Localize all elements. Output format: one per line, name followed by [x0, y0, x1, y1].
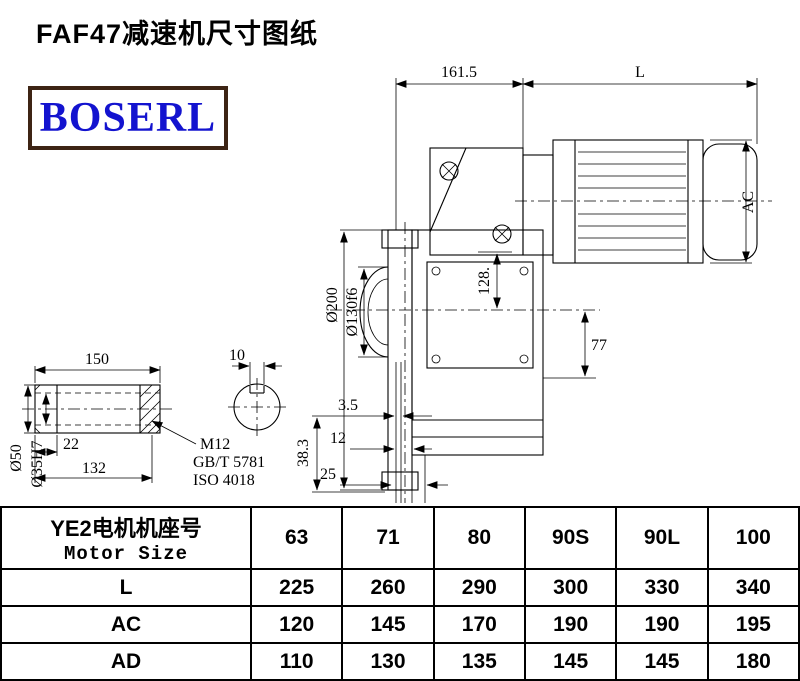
dim-161-5-label: 161.5: [441, 64, 477, 81]
dim-3-5-label: 3.5: [338, 397, 358, 414]
value-cell: 145: [523, 642, 618, 681]
value-cell: 225: [249, 568, 344, 607]
table-row-AD: AD 110 130 135 145 145 180: [0, 642, 800, 681]
dim-L-label: L: [635, 64, 645, 81]
dimension-table: YE2电机机座号 Motor Size 63 71 80 90S 90L 100…: [0, 506, 800, 681]
dim-group-77: 77: [543, 311, 607, 379]
motor-size-header-cn: YE2电机机座号: [50, 516, 202, 541]
note-m12-label: M12: [200, 436, 230, 453]
table-row-AC: AC 120 145 170 190 190 195: [0, 605, 800, 644]
dim-132-label: 132: [82, 460, 106, 477]
shaft-detail: 150 Ø50 Ø35H7 22 132: [8, 351, 175, 488]
dim-128-label: 128.: [476, 267, 493, 295]
value-cell: 195: [706, 605, 800, 644]
dim-150-label: 150: [85, 351, 109, 368]
note-gbt-label: GB/T 5781: [193, 454, 265, 471]
page-title: FAF47减速机尺寸图纸: [36, 19, 319, 49]
value-cell: 130: [341, 642, 435, 681]
dim-group-bottom: 3.5 12 25 38.3: [295, 397, 448, 493]
logo-text: BOSERL: [39, 95, 217, 141]
dim-group-flange: Ø200 Ø130f6: [324, 229, 388, 491]
size-header-cell: 80: [432, 506, 526, 570]
value-cell: 260: [341, 568, 435, 607]
dia-35-label: Ø35H7: [29, 440, 46, 487]
value-cell: 180: [706, 642, 800, 681]
value-cell: 120: [249, 605, 344, 644]
size-header-cell: 63: [249, 506, 344, 570]
row-label-AD: AD: [0, 642, 252, 681]
value-cell: 110: [249, 642, 344, 681]
gearbox-outline: [411, 147, 544, 456]
dim-group-ac: AC: [710, 139, 757, 264]
dim-12-label: 12: [330, 430, 346, 447]
row-label-L: L: [0, 568, 252, 607]
dia-130-label: Ø130f6: [344, 288, 361, 337]
technical-drawing: 161.5 L AC: [8, 64, 772, 503]
size-header-cell: 90S: [523, 506, 618, 570]
size-header-cell: 100: [706, 506, 800, 570]
value-cell: 290: [432, 568, 526, 607]
motor-outline: [515, 139, 772, 264]
logo-box: BOSERL: [28, 86, 228, 150]
value-cell: 135: [432, 642, 526, 681]
dim-group-128: 128.: [476, 251, 512, 309]
flange-outline: [330, 222, 600, 503]
dim-AC-label: AC: [740, 191, 757, 213]
value-cell: 330: [615, 568, 709, 607]
shaft-cross-section: 10: [228, 347, 286, 436]
value-cell: 145: [341, 605, 435, 644]
table-header-row: YE2电机机座号 Motor Size 63 71 80 90S 90L 100: [0, 506, 800, 570]
note-iso-label: ISO 4018: [193, 472, 255, 489]
bolt-note: M12 GB/T 5781 ISO 4018: [151, 420, 265, 489]
value-cell: 190: [615, 605, 709, 644]
dia-50-label: Ø50: [8, 444, 25, 472]
value-cell: 170: [432, 605, 526, 644]
value-cell: 300: [523, 568, 618, 607]
size-header-cell: 90L: [615, 506, 709, 570]
size-header-cell: 71: [341, 506, 435, 570]
dim-25-label: 25: [320, 466, 336, 483]
value-cell: 190: [523, 605, 618, 644]
dim-38-3-label: 38.3: [295, 439, 312, 467]
dim-77-label: 77: [591, 337, 607, 354]
row-label-AC: AC: [0, 605, 252, 644]
dim-group-top: 161.5 L: [395, 64, 758, 230]
value-cell: 145: [615, 642, 709, 681]
motor-size-header-en: Motor Size: [63, 543, 189, 565]
table-row-L: L 225 260 290 300 330 340: [0, 568, 800, 607]
dim-22-label: 22: [63, 436, 79, 453]
dia-200-label: Ø200: [324, 287, 341, 323]
value-cell: 340: [706, 568, 800, 607]
motor-size-header-cell: YE2电机机座号 Motor Size: [0, 506, 252, 570]
dim-10-label: 10: [229, 347, 245, 364]
